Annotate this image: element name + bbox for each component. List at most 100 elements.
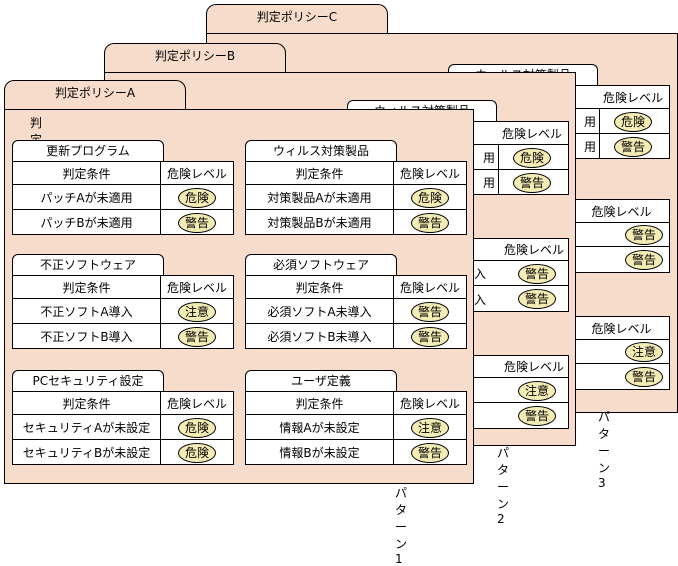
header-level: 危険レベル <box>399 280 460 295</box>
policy-b-card-low: 危険レベル 注意 警告 <box>465 355 569 429</box>
header-cond: 判定条件 <box>13 276 161 298</box>
header-cond: 判定条件 <box>246 392 394 414</box>
table-row: パッチAが未適用危険 <box>13 184 233 210</box>
level-badge: 警告 <box>410 326 449 347</box>
cond-cell: 用 <box>449 109 600 134</box>
header-level: 危険レベル <box>166 280 227 295</box>
cond-cell: パッチAが未適用 <box>13 185 161 210</box>
header-level: 危険レベル <box>166 166 227 181</box>
cond-cell: 対策製品Bが未適用 <box>246 210 394 235</box>
policy-a-card: 必須ソフトウェア判定条件危険レベル必須ソフトA未導入警告必須ソフトB未導入警告 <box>245 254 467 350</box>
card-grid: 判定条件危険レベルパッチAが未適用危険パッチBが未適用警告 <box>12 161 234 235</box>
level-badge: 警告 <box>613 136 652 157</box>
level-cell: 危険 <box>161 415 233 440</box>
card-tab: PCセキュリティ設定 <box>12 370 164 391</box>
level-badge: 警告 <box>517 406 556 426</box>
table-row: 対策製品Aが未適用危険 <box>246 184 466 210</box>
level-badge: 警告 <box>410 301 449 322</box>
level-badge: 注意 <box>177 301 216 322</box>
policy-a-card: 不正ソフトウェア判定条件危険レベル不正ソフトA導入注意不正ソフトB導入警告 <box>12 254 234 350</box>
level-cell: 警告 <box>394 210 466 235</box>
level-badge: 危険 <box>613 111 652 132</box>
policy-c-title: 判定ポリシーC <box>256 10 338 24</box>
level-badge: 警告 <box>624 367 663 387</box>
level-cell: 警告 <box>161 324 233 349</box>
card-title: 不正ソフトウェア <box>39 258 136 272</box>
header-cond: 判定条件 <box>13 392 161 414</box>
table-row: パッチBが未適用警告 <box>13 209 233 235</box>
policy-a-card: ウィルス対策製品判定条件危険レベル対策製品Aが未適用危険対策製品Bが未適用警告 <box>245 140 467 236</box>
policy-c-pattern: パターン3 <box>598 410 611 490</box>
header-level: 危険レベル <box>501 126 562 141</box>
policy-c-card-low: 危険レベル 注意 警告 <box>573 316 670 390</box>
policy-c-tab[interactable]: 判定ポリシーC <box>206 4 388 35</box>
level-badge: 警告 <box>512 172 551 193</box>
policy-b-title: 判定ポリシーB <box>154 49 236 63</box>
header-row: 判定条件危険レベル <box>13 162 233 184</box>
level-badge: 警告 <box>177 212 216 233</box>
header-cond: 判定条件 <box>246 162 394 184</box>
policy-a-tab[interactable]: 判定ポリシーA <box>4 80 186 111</box>
header-row: 判定条件危険レベル <box>13 392 233 414</box>
level-cell: 危険 <box>161 185 233 210</box>
card-grid: 判定条件危険レベル対策製品Aが未適用危険対策製品Bが未適用警告 <box>245 161 467 235</box>
policy-b-card-mid: 危険レベル 入 警告 入 警告 <box>465 238 569 312</box>
table-row: 不正ソフトB導入警告 <box>13 323 233 349</box>
level-cell: 危険 <box>161 440 233 465</box>
level-badge: 注意 <box>410 417 449 438</box>
header-cond: 判定条件 <box>13 162 161 184</box>
card-title: ユーザ定義 <box>291 374 351 388</box>
card-grid: 判定条件危険レベル必須ソフトA未導入警告必須ソフトB未導入警告 <box>245 275 467 349</box>
cond-cell: 用 <box>348 170 499 195</box>
level-badge: 危険 <box>410 187 449 208</box>
cond-cell: 対策製品Aが未適用 <box>246 185 394 210</box>
cond-cell: 不正ソフトA導入 <box>13 299 161 324</box>
level-badge: 危険 <box>177 187 216 208</box>
policy-a-card: 更新プログラム判定条件危険レベルパッチAが未適用危険パッチBが未適用警告 <box>12 140 234 236</box>
header-level: 危険レベル <box>399 396 460 411</box>
table-row: 情報Aが未設定注意 <box>246 414 466 440</box>
header-level: 危険レベル <box>466 239 568 261</box>
cond-cell: セキュリティAが未設定 <box>13 415 161 440</box>
level-badge: 警告 <box>624 224 663 245</box>
policy-a-card: PCセキュリティ設定判定条件危険レベルセキュリティAが未設定危険セキュリティBが… <box>12 370 234 466</box>
cond-cell: セキュリティBが未設定 <box>13 440 161 465</box>
card-tab: 更新プログラム <box>12 140 164 161</box>
header-level: 危険レベル <box>399 166 460 181</box>
card-title: PCセキュリティ設定 <box>32 374 144 388</box>
header-cond: 判定条件 <box>246 276 394 298</box>
cond-cell: 入 <box>474 292 487 307</box>
header-level: 危険レベル <box>602 90 663 105</box>
header-row: 判定条件危険レベル <box>246 392 466 414</box>
level-cell: 警告 <box>394 299 466 324</box>
card-grid: 判定条件危険レベル不正ソフトA導入注意不正ソフトB導入警告 <box>12 275 234 349</box>
cond-cell: 必須ソフトA未導入 <box>246 299 394 324</box>
header-level: 危険レベル <box>166 396 227 411</box>
card-title: ウィルス対策製品 <box>272 144 369 158</box>
card-tab: ウィルス対策製品 <box>245 140 397 161</box>
card-tab: ユーザ定義 <box>245 370 397 391</box>
table-row: セキュリティBが未設定危険 <box>13 439 233 465</box>
card-tab: 必須ソフトウェア <box>245 254 397 275</box>
policy-b-tab[interactable]: 判定ポリシーB <box>104 43 286 74</box>
table-row: 必須ソフトB未導入警告 <box>246 323 466 349</box>
table-row: 対策製品Bが未適用警告 <box>246 209 466 235</box>
level-badge: 注意 <box>624 341 663 362</box>
policy-a-pattern: パターン1 <box>395 486 408 566</box>
level-badge: 警告 <box>410 212 449 233</box>
card-title: 更新プログラム <box>46 144 130 158</box>
cond-cell: 用 <box>449 134 600 159</box>
cond-cell: 情報Bが未設定 <box>246 440 394 465</box>
cond-cell: 必須ソフトB未導入 <box>246 324 394 349</box>
policy-b-pattern: パターン2 <box>497 446 510 526</box>
table-row: セキュリティAが未設定危険 <box>13 414 233 440</box>
policy-a-title: 判定ポリシーA <box>54 86 136 100</box>
table-row: 不正ソフトA導入注意 <box>13 298 233 324</box>
cond-cell: 情報Aが未設定 <box>246 415 394 440</box>
level-cell: 注意 <box>161 299 233 324</box>
level-badge: 警告 <box>177 326 216 347</box>
cond-cell: 用 <box>348 145 499 170</box>
level-cell: 警告 <box>394 440 466 465</box>
table-row: 情報Bが未設定警告 <box>246 439 466 465</box>
header-level: 危険レベル <box>466 356 568 378</box>
